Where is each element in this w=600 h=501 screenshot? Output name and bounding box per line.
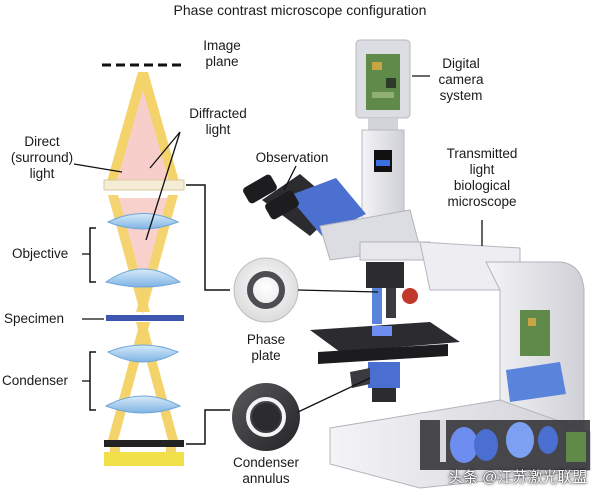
label-specimen: Specimen [4,311,65,326]
annulus-bar [104,440,184,447]
observation-leader [283,165,297,191]
phase-plate-inset [233,257,299,323]
focus-knob-red [402,288,418,304]
phase-plate-bar [103,179,185,191]
label-line: light [205,122,231,137]
label-condenser-annulus: Condenser annulus [222,455,310,487]
label-image-plane: Image plane [196,38,248,70]
label-objective: Objective [12,246,69,261]
annulus-stop [252,403,280,431]
label-digital-camera: Digital camera system [428,56,494,104]
condenser-beam [136,322,178,440]
label-phase-plate: Phase plate [236,332,296,364]
label-line: (surround) [10,150,74,165]
microscope [243,39,591,489]
label-line: Condenser [232,455,300,470]
label-line: Image [203,38,241,53]
objective-bracket [89,227,96,283]
label-line: Diffracted [189,106,247,121]
specimen-slide [106,315,184,321]
label-transmitted-light: Transmitted light biological microscope [434,146,530,210]
condenser-annulus-inset [232,383,300,451]
condenser-bracket [89,351,96,411]
phase-ring [247,271,285,309]
condenser-lens-bottom [104,395,182,414]
label-line: system [439,88,483,103]
optical-path [73,63,230,466]
control-board [520,310,550,356]
label-line: Digital [442,56,480,71]
diffracted-leader [145,131,181,241]
annulus-connector [186,409,230,445]
phase-plate-connector [186,184,230,291]
label-line: Phase [246,332,286,347]
annulus-ring [246,397,286,437]
camera-tube [361,129,405,221]
diffracted-leader [149,131,181,169]
label-line: Transmitted [446,146,518,161]
label-line: camera [438,72,484,87]
objective-lens-top [106,213,180,230]
nosepiece [366,262,404,288]
base-lens [450,427,478,463]
label-line: light [29,166,55,181]
light-source [104,452,184,466]
label-line: biological [453,178,511,193]
side-panel-blue [506,362,566,402]
direct-light-beam [138,72,180,185]
label-line: light [469,162,495,177]
objective-lens-bottom [104,268,182,288]
annulus-to-scope [297,377,371,413]
label-direct-light: Direct (surround) light [2,134,82,182]
label-line: annulus [242,471,290,486]
microscope-condenser [368,362,400,388]
label-diffracted-light: Diffracted light [178,106,258,138]
label-line: microscope [447,194,517,209]
condenser-lens-top [106,344,180,363]
diagram-title: Phase contrast microscope configuration [173,2,427,18]
label-observation: Observation [255,150,329,165]
phase-plate-to-scope [297,289,379,293]
watermark: 头条 @江苏激光联盟 [448,469,588,486]
label-line: Direct [24,134,60,149]
label-line: plate [251,348,281,363]
label-condenser: Condenser [2,373,69,388]
label-line: plane [205,54,239,69]
direct-light-beam [106,72,148,185]
direct-light-leader [73,163,123,173]
stage [310,322,460,352]
